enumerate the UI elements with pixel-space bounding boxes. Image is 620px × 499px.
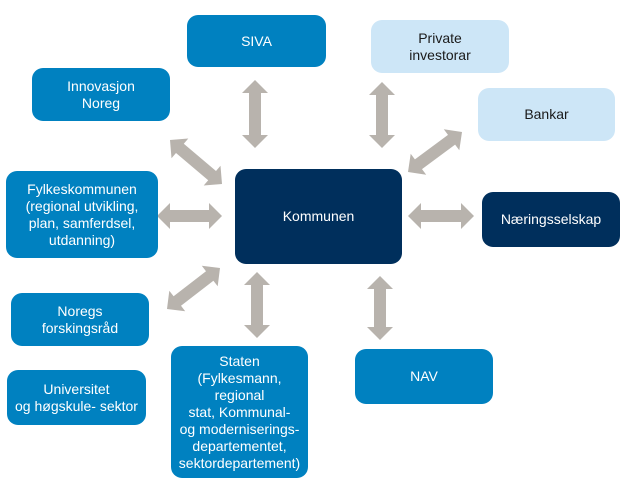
node-naeringsselskap: Næringsselskap [482, 192, 620, 247]
node-private-investorar: Private investorar [371, 20, 509, 73]
node-noregs-forskingsrad: Noregs forskingsråd [11, 293, 149, 346]
arrow-naeringsselskap [408, 203, 474, 229]
node-nav: NAV [355, 349, 493, 404]
node-label: Universitet og høgskule- sektor [15, 380, 138, 414]
node-label: Staten (Fylkesmann, regional stat, Kommu… [178, 352, 301, 471]
arrow-nav [367, 276, 393, 340]
arrow-private-investorar [369, 82, 395, 148]
arrow-noregs-forskingsrad [167, 265, 220, 312]
node-label: Noregs forskingsråd [41, 302, 119, 336]
node-fylkeskommunen: Fylkeskommunen (regional utvikling, plan… [6, 171, 158, 258]
arrow-siva [242, 80, 268, 148]
arrow-innovasjon-noreg [170, 138, 222, 186]
node-universitet: Universitet og høgskule- sektor [7, 370, 146, 425]
arrow-bankar [408, 129, 462, 175]
node-siva: SIVA [187, 15, 326, 67]
node-kommunen: Kommunen [235, 169, 402, 264]
node-label: NAV [410, 368, 438, 384]
arrow-staten [244, 272, 270, 338]
node-label: Kommunen [282, 208, 355, 224]
node-label: Bankar [524, 106, 569, 122]
node-label: Næringsselskap [500, 211, 602, 227]
node-bankar: Bankar [478, 88, 615, 141]
node-staten: Staten (Fylkesmann, regional stat, Kommu… [171, 346, 308, 478]
node-innovasjon-noreg: Innovasjon Noreg [32, 68, 170, 121]
node-label: Innovasjon Noreg [67, 77, 135, 111]
node-label: Fylkeskommunen (regional utvikling, plan… [25, 180, 139, 248]
node-label: Private investorar [409, 29, 471, 63]
arrow-fylkeskommunen [157, 203, 222, 229]
node-label: SIVA [241, 32, 272, 49]
